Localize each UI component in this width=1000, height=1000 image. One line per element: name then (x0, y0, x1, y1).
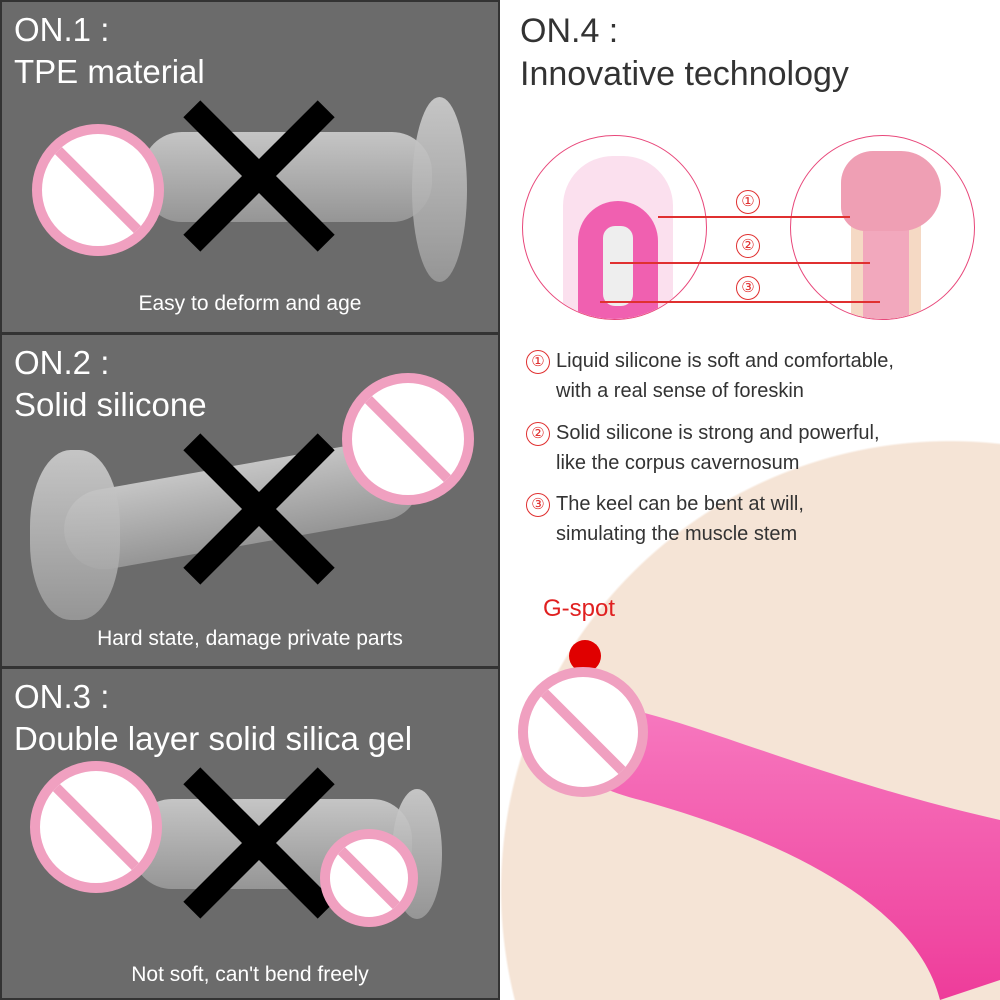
product-image-pink (552, 700, 1000, 1000)
section-title: Innovative technology (520, 55, 849, 93)
marker-1: ① (736, 190, 760, 214)
product-base (30, 450, 120, 620)
censor-icon (320, 829, 418, 927)
feature-1: ① Liquid silicone is soft and comfortable… (526, 346, 996, 406)
panel-caption: Not soft, can't bend freely (131, 963, 369, 986)
feature-3: ③ The keel can be bent at will, simulatin… (526, 489, 996, 549)
cross-icon (184, 435, 334, 585)
panel-number: ON.3 : (14, 678, 110, 715)
panel-number: ON.2 : (14, 344, 110, 381)
marker-3: ③ (736, 276, 760, 300)
censor-icon (342, 373, 474, 505)
marker-2: ② (736, 234, 760, 258)
feature-text: with a real sense of foreskin (556, 380, 804, 402)
cross-icon (184, 769, 334, 919)
censor-icon (32, 124, 164, 256)
arrow-1 (658, 216, 850, 218)
panel-tpe: ON.1 : TPE material Easy to deform and a… (0, 0, 500, 334)
arrow-3 (600, 301, 880, 303)
feature-text: Liquid silicone is soft and comfortable, (556, 350, 894, 372)
panel-number: ON.1 : (14, 11, 110, 48)
panel-title: Solid silicone (14, 386, 207, 423)
cross-section-right (790, 135, 975, 320)
panel-title: TPE material (14, 53, 205, 90)
product-base (412, 97, 467, 282)
feature-text: Solid silicone is strong and powerful, (556, 422, 880, 444)
feature-text: The keel can be bent at will, (556, 493, 804, 515)
panel-caption: Easy to deform and age (138, 292, 362, 315)
panel-caption: Hard state, damage private parts (97, 627, 403, 650)
feature-marker: ① (526, 349, 550, 374)
panel-title: Double layer solid silica gel (14, 720, 413, 757)
feature-marker: ② (526, 421, 550, 446)
panel-double-layer: ON.3 : Double layer solid silica gel Not… (0, 667, 500, 1000)
censor-icon (30, 761, 162, 893)
feature-text: simulating the muscle stem (556, 523, 798, 545)
panel-solid-silicone: ON.2 : Solid silicone Hard state, damage… (0, 333, 500, 668)
section-number: ON.4 : (520, 12, 619, 50)
cross-section-left (522, 135, 707, 320)
feature-marker: ③ (526, 492, 550, 517)
arrow-2 (610, 262, 870, 264)
censor-icon (518, 667, 648, 797)
cross-icon (184, 102, 334, 252)
gspot-label: G-spot (543, 595, 616, 622)
feature-text: like the corpus cavernosum (556, 452, 800, 474)
